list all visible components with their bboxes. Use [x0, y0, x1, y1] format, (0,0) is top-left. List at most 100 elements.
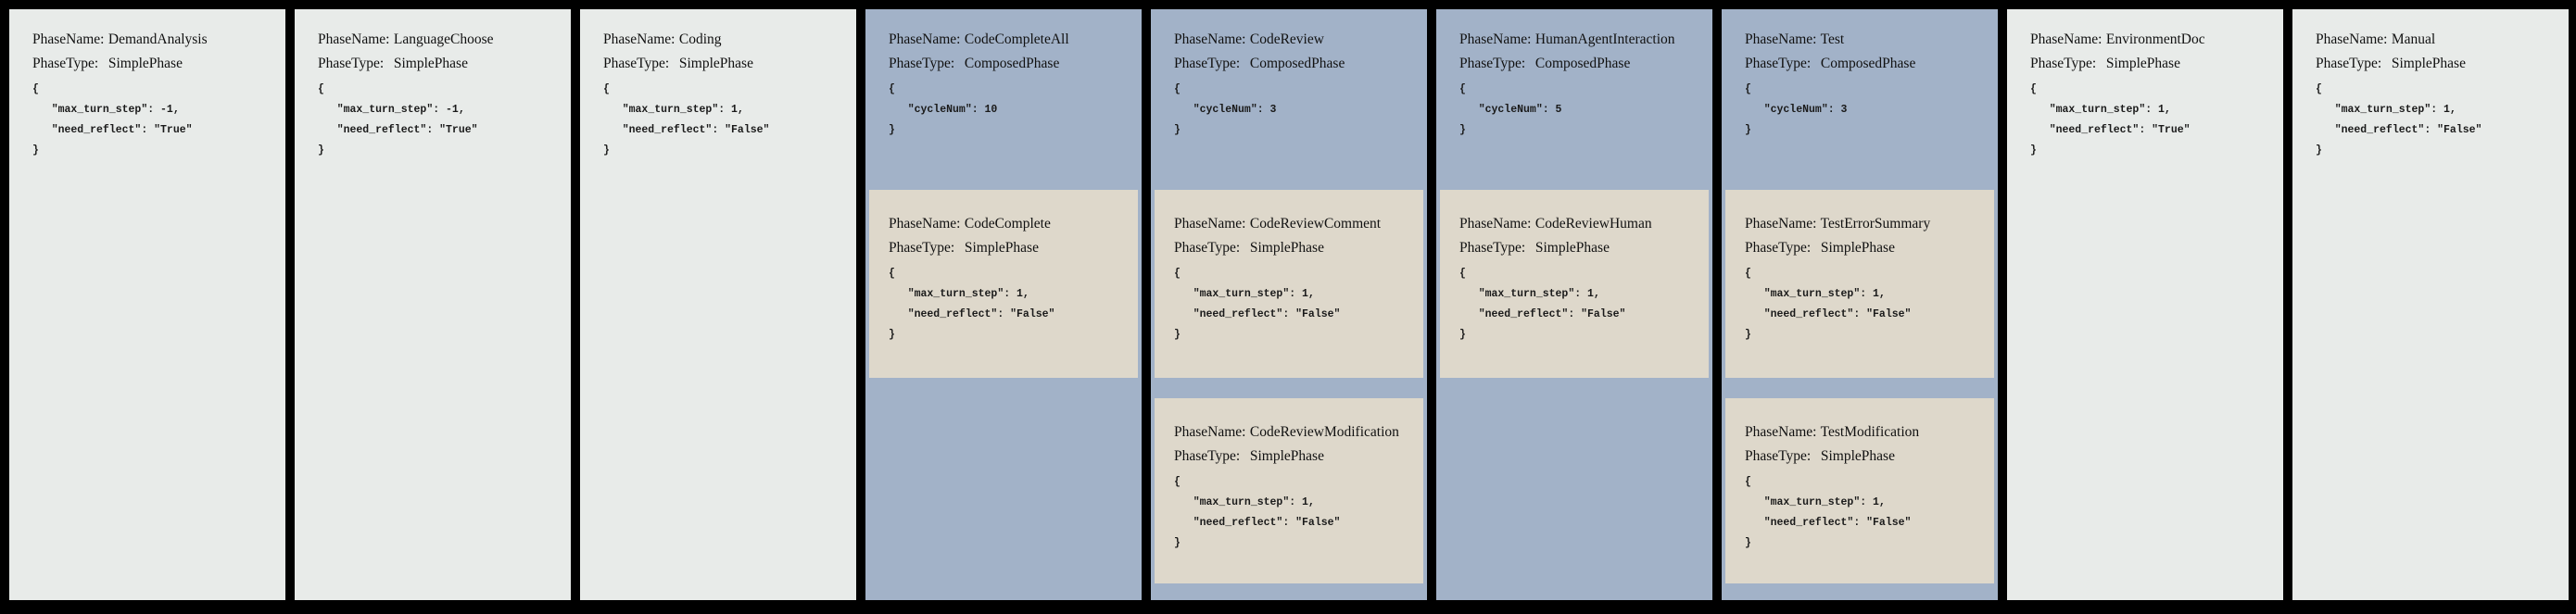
- phase-name-row: PhaseName: Coding: [603, 28, 849, 52]
- phase-type-row: PhaseType: SimplePhase: [32, 52, 278, 76]
- phase-type-value: ComposedPhase: [1534, 56, 1631, 71]
- phase-type-row: PhaseType: SimplePhase: [2030, 52, 2276, 76]
- phase-header: PhaseName: HumanAgentInteraction PhaseTy…: [1436, 9, 1712, 190]
- phase-name-label: PhaseName:: [1459, 216, 1532, 232]
- subphase-card-test-error-summary: PhaseName: TestErrorSummary PhaseType: S…: [1725, 190, 1994, 378]
- phase-config-json: { "max_turn_step": 1, "need_reflect": "T…: [2030, 83, 2191, 157]
- phase-name-label: PhaseName:: [318, 31, 390, 47]
- subphase-card-code-review-human: PhaseName: CodeReviewHuman PhaseType: Si…: [1440, 190, 1709, 378]
- phase-type-label: PhaseType:: [318, 56, 385, 71]
- phase-name-row: PhaseName: CodeReview: [1174, 28, 1420, 52]
- phase-header: PhaseName: Test PhaseType: ComposedPhase…: [1722, 9, 1998, 190]
- phase-type-label: PhaseType:: [1174, 240, 1241, 256]
- phase-type-value: SimplePhase: [393, 56, 468, 71]
- phase-name-label: PhaseName:: [1459, 31, 1532, 47]
- phase-name-value: CodeReviewComment: [1249, 216, 1382, 232]
- phase-card-language-choose: PhaseName: LanguageChoose PhaseType: Sim…: [295, 9, 571, 600]
- phase-card-test: PhaseName: Test PhaseType: ComposedPhase…: [1722, 9, 1998, 600]
- phase-card-coding: PhaseName: Coding PhaseType: SimplePhase…: [580, 9, 856, 600]
- phase-header: PhaseName: Coding PhaseType: SimplePhase…: [580, 9, 856, 190]
- phase-card-code-complete-all: PhaseName: CodeCompleteAll PhaseType: Co…: [865, 9, 1142, 600]
- phase-type-label: PhaseType:: [1745, 448, 1812, 464]
- phase-type-value: SimplePhase: [2105, 56, 2180, 71]
- phase-name-value: Test: [1820, 31, 1845, 47]
- phase-name-label: PhaseName:: [1174, 216, 1246, 232]
- phase-name-row: PhaseName: TestErrorSummary: [1745, 212, 1987, 236]
- phase-type-value: SimplePhase: [2391, 56, 2466, 71]
- phase-type-row: PhaseType: ComposedPhase: [1745, 52, 1990, 76]
- phase-type-value: ComposedPhase: [1249, 56, 1345, 71]
- phase-config-json: { "max_turn_step": 1, "need_reflect": "F…: [1459, 268, 1626, 341]
- phase-config-json: { "max_turn_step": 1, "need_reflect": "F…: [1745, 268, 1912, 341]
- phase-config-json: { "max_turn_step": 1, "need_reflect": "F…: [1745, 476, 1912, 549]
- subphase-card-test-modification: PhaseName: TestModification PhaseType: S…: [1725, 398, 1994, 583]
- phase-name-row: PhaseName: CodeReviewComment: [1174, 212, 1416, 236]
- phase-config-json: { "cycleNum": 3 }: [1745, 83, 1848, 136]
- phase-name-label: PhaseName:: [889, 216, 961, 232]
- phase-config-json: { "cycleNum": 10 }: [889, 83, 998, 136]
- phase-type-label: PhaseType:: [889, 240, 955, 256]
- phase-type-value: SimplePhase: [1534, 240, 1610, 256]
- phase-type-label: PhaseType:: [1174, 56, 1241, 71]
- phase-type-value: ComposedPhase: [964, 56, 1060, 71]
- phase-name-value: EnvironmentDoc: [2105, 31, 2205, 47]
- phase-name-value: CodeReviewModification: [1249, 424, 1399, 440]
- phase-card-environment-doc: PhaseName: EnvironmentDoc PhaseType: Sim…: [2007, 9, 2283, 600]
- phase-name-row: PhaseName: CodeReviewHuman: [1459, 212, 1701, 236]
- phase-name-label: PhaseName:: [889, 31, 961, 47]
- phase-name-row: PhaseName: EnvironmentDoc: [2030, 28, 2276, 52]
- subphase-card-code-complete: PhaseName: CodeComplete PhaseType: Simpl…: [869, 190, 1138, 378]
- phase-name-row: PhaseName: Test: [1745, 28, 1990, 52]
- phase-type-row: PhaseType: SimplePhase: [1745, 236, 1987, 260]
- phase-name-label: PhaseName:: [32, 31, 105, 47]
- phase-name-row: PhaseName: TestModification: [1745, 420, 1987, 445]
- phase-header: PhaseName: EnvironmentDoc PhaseType: Sim…: [2007, 9, 2283, 190]
- phase-type-label: PhaseType:: [1174, 448, 1241, 464]
- phase-header: PhaseName: CodeCompleteAll PhaseType: Co…: [865, 9, 1142, 190]
- phase-name-value: TestErrorSummary: [1820, 216, 1931, 232]
- phase-config-json: { "max_turn_step": 1, "need_reflect": "F…: [603, 83, 770, 157]
- phase-name-label: PhaseName:: [603, 31, 676, 47]
- phase-type-label: PhaseType:: [1745, 240, 1812, 256]
- phase-name-label: PhaseName:: [2030, 31, 2102, 47]
- phase-config-json: { "max_turn_step": 1, "need_reflect": "F…: [1174, 476, 1341, 549]
- phase-config-json: { "max_turn_step": 1, "need_reflect": "F…: [889, 268, 1055, 341]
- phase-config-json: { "max_turn_step": 1, "need_reflect": "F…: [2316, 83, 2482, 157]
- phase-name-label: PhaseName:: [1745, 216, 1817, 232]
- phase-name-label: PhaseName:: [1174, 31, 1246, 47]
- phase-name-label: PhaseName:: [1174, 424, 1246, 440]
- phase-name-value: DemandAnalysis: [107, 31, 208, 47]
- phase-name-value: HumanAgentInteraction: [1534, 31, 1675, 47]
- phase-type-row: PhaseType: ComposedPhase: [889, 52, 1134, 76]
- phase-type-value: SimplePhase: [1820, 448, 1895, 464]
- phase-type-label: PhaseType:: [1459, 240, 1526, 256]
- phase-type-value: SimplePhase: [1249, 448, 1324, 464]
- phase-type-row: PhaseType: SimplePhase: [1174, 445, 1416, 469]
- phase-config-json: { "max_turn_step": 1, "need_reflect": "F…: [1174, 268, 1341, 341]
- phase-type-label: PhaseType:: [1459, 56, 1526, 71]
- phase-type-label: PhaseType:: [889, 56, 955, 71]
- phase-type-row: PhaseType: SimplePhase: [2316, 52, 2561, 76]
- phase-name-row: PhaseName: HumanAgentInteraction: [1459, 28, 1705, 52]
- phase-type-label: PhaseType:: [2316, 56, 2382, 71]
- phase-type-row: PhaseType: ComposedPhase: [1459, 52, 1705, 76]
- subphase-card-code-review-modification: PhaseName: CodeReviewModification PhaseT…: [1155, 398, 1423, 583]
- phase-type-value: SimplePhase: [1249, 240, 1324, 256]
- phase-type-value: SimplePhase: [678, 56, 753, 71]
- phase-name-value: CodeComplete: [964, 216, 1051, 232]
- phase-card-demand-analysis: PhaseName: DemandAnalysis PhaseType: Sim…: [9, 9, 285, 600]
- phase-name-label: PhaseName:: [1745, 424, 1817, 440]
- phase-type-label: PhaseType:: [1745, 56, 1812, 71]
- phase-type-row: PhaseType: SimplePhase: [1174, 236, 1416, 260]
- phase-type-value: SimplePhase: [107, 56, 183, 71]
- phase-name-row: PhaseName: CodeComplete: [889, 212, 1130, 236]
- phase-config-json: { "cycleNum": 5 }: [1459, 83, 1562, 136]
- phase-type-row: PhaseType: SimplePhase: [603, 52, 849, 76]
- phase-type-label: PhaseType:: [32, 56, 99, 71]
- phase-type-label: PhaseType:: [603, 56, 670, 71]
- phase-name-value: Coding: [678, 31, 722, 47]
- phase-name-row: PhaseName: CodeCompleteAll: [889, 28, 1134, 52]
- phase-config-json: { "cycleNum": 3 }: [1174, 83, 1277, 136]
- phase-name-label: PhaseName:: [2316, 31, 2388, 47]
